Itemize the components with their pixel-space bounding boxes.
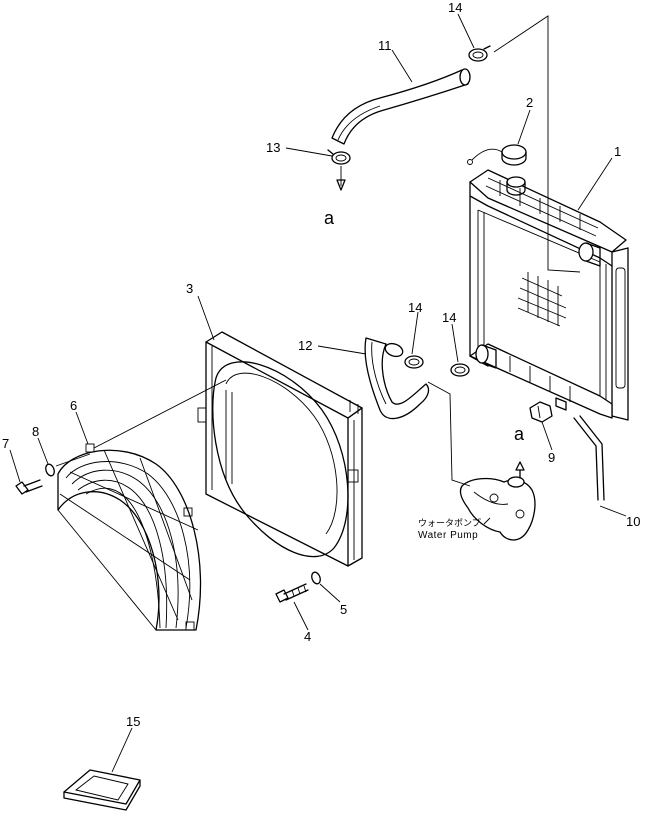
fan-shroud: [197, 331, 363, 567]
leader-1: [577, 157, 613, 211]
callout-3: 3: [186, 281, 193, 296]
radiator: [469, 169, 629, 421]
callout-9: 9: [548, 450, 555, 465]
washer-8: [45, 463, 55, 477]
upper-hose: [331, 68, 471, 145]
callout-6: 6: [70, 398, 77, 413]
lower-hose: [364, 337, 430, 420]
connection-line-washer: [55, 453, 91, 467]
hose-clamp-lower-right: [450, 363, 470, 377]
overflow-tube: [573, 415, 605, 501]
leader-14-right: [451, 323, 459, 363]
callout-8: 8: [32, 424, 39, 439]
bolt-7: [15, 479, 43, 495]
leader-14-top: [457, 13, 475, 49]
leader-15: [111, 727, 133, 773]
callout-15: 15: [126, 714, 140, 729]
callout-12: 12: [298, 338, 312, 353]
leader-5: [319, 583, 341, 603]
connection-line-top: [493, 15, 581, 273]
leader-9: [541, 421, 553, 451]
leader-7: [9, 449, 21, 483]
leader-11: [391, 49, 413, 83]
connection-line-guard: [93, 379, 227, 449]
water-pump: [459, 461, 536, 541]
callout-14-top: 14: [448, 0, 462, 15]
connector-a-top: a: [324, 208, 335, 228]
water-pump-label-en: Water Pump: [418, 530, 478, 541]
callout-11: 11: [378, 38, 392, 53]
leader-4: [293, 601, 309, 631]
radiator-cap: [467, 144, 527, 166]
callout-7: 7: [2, 436, 9, 451]
leader-6: [75, 411, 89, 445]
leader-14-left: [411, 311, 419, 355]
callout-13: 13: [266, 140, 280, 155]
callout-14-left: 14: [408, 300, 422, 315]
callout-14-right: 14: [442, 310, 456, 325]
leader-8: [37, 437, 49, 465]
callout-4: 4: [304, 629, 311, 644]
bolt-4: [275, 583, 309, 603]
leader-12: [317, 345, 367, 355]
leader-10: [599, 505, 627, 517]
hose-clamp-top: [468, 45, 491, 62]
callout-1: 1: [614, 144, 621, 159]
connection-line-pump: [427, 381, 471, 487]
water-pump-label-jp: ウォータポンプ: [418, 518, 481, 529]
leader-13: [285, 147, 333, 157]
callout-2: 2: [526, 95, 533, 110]
hose-clamp-lower-left: [404, 355, 424, 369]
connector-a-pump: a: [514, 424, 525, 444]
callout-10: 10: [626, 514, 640, 529]
hose-clamp-13: [327, 149, 351, 165]
fan-guard: [57, 443, 202, 631]
leader-2: [517, 109, 531, 145]
callout-5: 5: [340, 602, 347, 617]
drain-cock: [529, 401, 553, 423]
leader-3: [197, 295, 215, 341]
washer-5: [311, 571, 321, 585]
plug-15: [63, 769, 141, 811]
leader-pump-label: [483, 517, 491, 525]
